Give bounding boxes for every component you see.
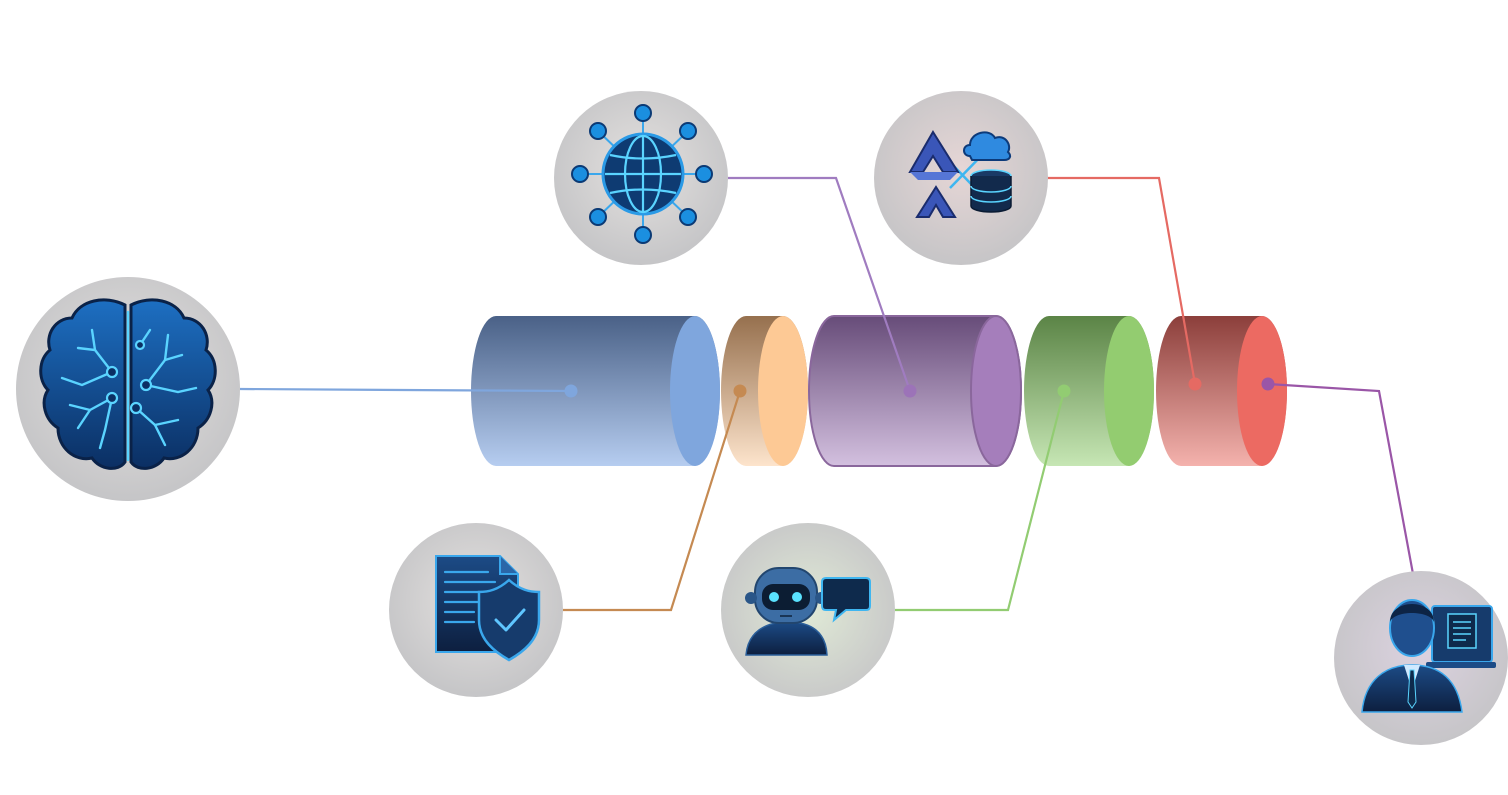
node-ai-brain [16,277,240,501]
connector-robot [895,390,1066,612]
connector-globe [728,176,912,392]
dot-green [1057,384,1071,398]
globe-network-icon [571,104,713,244]
connector-user [1267,382,1418,591]
dot-blue [564,384,578,398]
user-computer-icon [1361,599,1496,713]
cloud-storage-icon [908,130,1012,218]
cylinder-orange [721,316,808,466]
connector-document [563,390,742,612]
dot-orange [733,384,747,398]
cylinder-green [1024,316,1154,466]
dot-red-end [1261,377,1275,391]
brain-circuit-icon [39,298,217,470]
node-cloud-storage [874,91,1048,265]
connector-brain [239,387,572,393]
robot-chat-icon [745,567,871,656]
dot-red [1188,377,1202,391]
dot-purple [903,384,917,398]
node-global-network [554,91,728,265]
document-shield-icon [435,555,541,662]
cylinder-red [1156,316,1287,466]
cylinder-blue [471,316,720,466]
node-secure-document [389,523,563,697]
node-chatbot [721,523,895,697]
node-user [1334,571,1508,745]
connector-cloud [1047,176,1197,385]
